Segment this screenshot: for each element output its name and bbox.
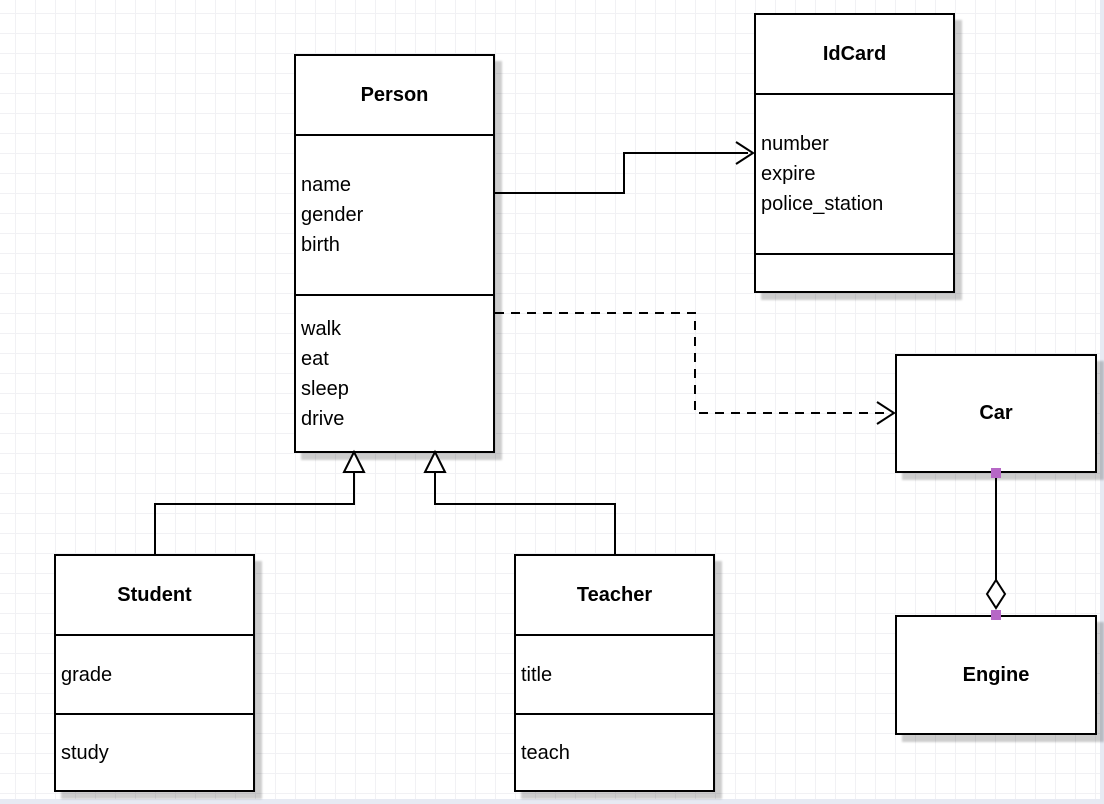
page-boundary-right [1100,0,1104,804]
attribute-label: name [301,174,352,196]
attributes-section-idcard: number expire police_station [756,95,953,255]
class-title-car: Car [979,402,1013,424]
class-title-student: Student [56,556,253,636]
attribute-label: gender [301,204,364,226]
open-arrowhead-icon [736,142,753,164]
page-boundary-bottom [0,799,1104,804]
edge-dependency-person-car[interactable] [495,313,894,424]
edge-association-person-idcard[interactable] [495,142,753,193]
open-arrowhead-icon [877,402,894,424]
edge-line[interactable] [155,473,354,554]
attribute-label: number [761,133,829,155]
method-label: study [61,741,109,764]
edge-generalization-teacher-person[interactable] [425,452,615,554]
method-label: drive [301,407,345,430]
methods-section-student: study [56,715,253,790]
method-label: sleep [301,377,349,400]
hollow-triangle-icon [425,452,445,472]
method-label: walk [301,317,342,340]
attribute-label: birth [301,234,340,256]
class-title-person: Person [296,56,493,136]
class-title-teacher: Teacher [516,556,713,636]
attributes-section-teacher: title [516,636,713,715]
attributes-section-person: name gender birth [296,136,493,296]
method-label: eat [301,347,329,370]
attribute-label: title [521,663,553,686]
hollow-triangle-icon [344,452,364,472]
class-box-student[interactable]: Student grade study [54,554,255,792]
methods-section-idcard-empty [756,255,953,291]
edge-generalization-student-person[interactable] [155,452,364,554]
edge-aggregation-car-engine[interactable] [987,468,1005,620]
class-box-idcard[interactable]: IdCard number expire police_station [754,13,955,293]
attribute-label: police_station [761,193,884,215]
class-box-person[interactable]: Person name gender birth walk eat sleep … [294,54,495,453]
methods-section-person: walk eat sleep drive [296,296,493,451]
method-label: teach [521,741,570,764]
class-box-teacher[interactable]: Teacher title teach [514,554,715,792]
edge-line[interactable] [495,153,748,193]
hollow-diamond-icon [987,580,1005,608]
edge-line[interactable] [435,473,615,554]
class-box-engine[interactable]: Engine [895,615,1097,735]
edge-line-dashed[interactable] [495,313,886,413]
class-box-car[interactable]: Car [895,354,1097,473]
attribute-label: grade [61,663,113,686]
methods-section-teacher: teach [516,715,713,790]
class-title-engine: Engine [962,663,1030,686]
attributes-section-student: grade [56,636,253,715]
attribute-label: expire [761,163,816,185]
class-title-idcard: IdCard [756,15,953,95]
